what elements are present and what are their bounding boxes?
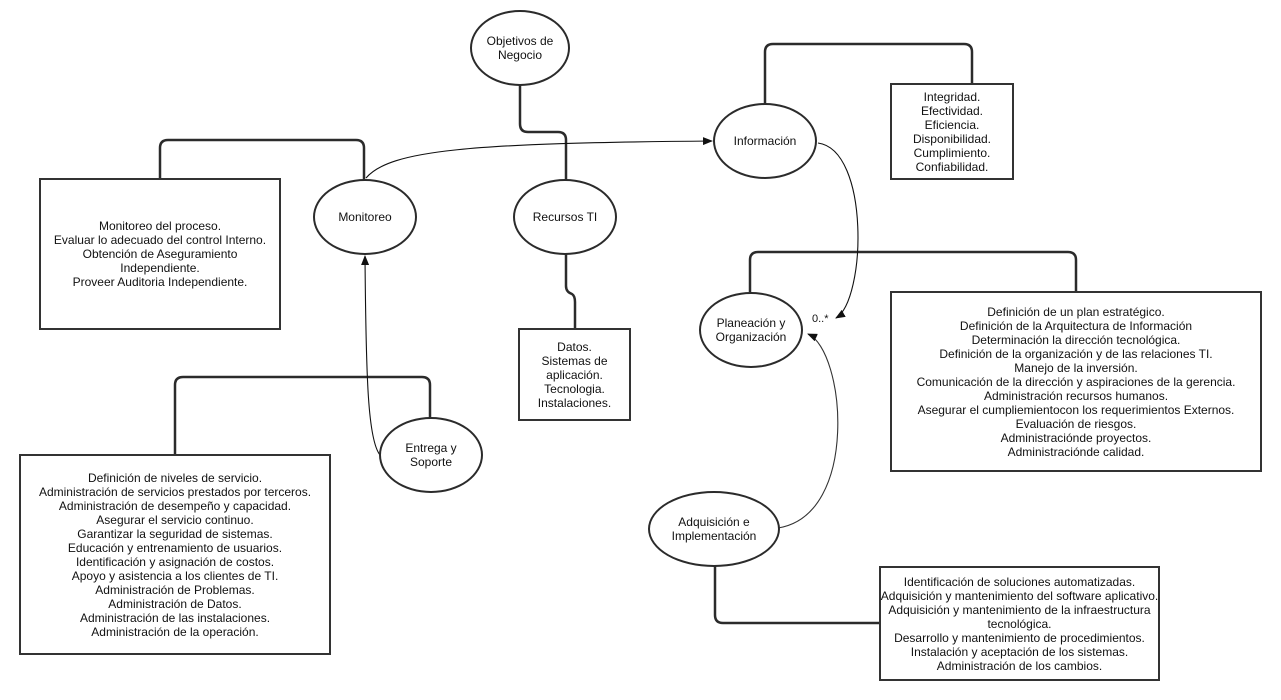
box-planeacion-processes: Definición de un plan estratégico. Defin… [890, 291, 1262, 472]
box-line: Apoyo y asistencia a los clientes de TI. [71, 568, 279, 583]
box-line: Definición de la Arquitectura de Informa… [959, 318, 1193, 333]
box-line: Administración de las instalaciones. [79, 610, 271, 625]
connector-objetivos-recursos [518, 84, 568, 183]
box-line: Sistemas de [541, 353, 608, 368]
node-informacion[interactable]: Información [713, 103, 817, 179]
box-line: Comunicación de la dirección y aspiracio… [916, 374, 1236, 389]
box-line: Educación y entrenamiento de usuarios. [67, 540, 283, 555]
box-line: Datos. [557, 339, 592, 354]
box-line: Proveer Auditoria Independiente. [72, 275, 248, 289]
box-line: Determinación la dirección tecnológica. [971, 332, 1181, 347]
box-line: Administraciónde proyectos. [1000, 430, 1152, 445]
connector-informacion-criteria [763, 42, 974, 104]
box-line: Identificación y asignación de costos. [75, 554, 275, 569]
box-information-criteria: Integridad. Efectividad. Eficiencia. Dis… [890, 83, 1014, 180]
box-line: Identificación de soluciones automatizad… [903, 574, 1136, 589]
box-line: Independiente. [120, 261, 200, 275]
box-line: Tecnologia. [544, 381, 605, 396]
box-line: Eficiencia. [924, 117, 980, 132]
box-line: Instalaciones. [537, 395, 612, 410]
box-line: Efectividad. [920, 103, 984, 118]
box-recursos-list: Datos. Sistemas de aplicación. Tecnologi… [518, 328, 631, 421]
box-line: Administración de desempeño y capacidad. [58, 498, 292, 513]
arrow-informacion-planeacion [817, 142, 859, 319]
box-line: Asegurar el cumpliemientocon los requeri… [917, 402, 1235, 417]
box-line: Desarrollo y mantenimiento de procedimie… [894, 630, 1145, 645]
box-line: Instalación y aceptación de los sistemas… [910, 644, 1129, 659]
multiplicity-label: 0..* [812, 313, 829, 325]
box-line: Definición de la organización y de las r… [939, 346, 1213, 361]
box-line: Administración de la operación. [91, 624, 259, 639]
box-line: Disponibilidad. [912, 131, 992, 146]
connector-planeacion-box [748, 250, 1078, 292]
box-line: Administración de Datos. [108, 596, 242, 611]
box-monitoreo-processes: Monitoreo del proceso. Evaluar lo adecua… [39, 178, 281, 330]
connector-entrega-box [173, 375, 432, 455]
box-line: Definición de niveles de servicio. [87, 470, 263, 485]
box-line: Confiabilidad. [915, 159, 989, 174]
node-label: Recursos TI [532, 210, 598, 224]
box-entrega-processes: Definición de niveles de servicio. Admin… [19, 454, 331, 655]
box-adquisicion-processes: Identificación de soluciones automatizad… [879, 566, 1160, 681]
connector-monitoreo-box [158, 138, 366, 182]
node-label-line: Organización [715, 330, 787, 344]
box-line: Evaluar lo adecuado del control Interno. [53, 233, 267, 247]
node-label: Monitoreo [338, 210, 392, 224]
arrow-entrega-monitoreo [361, 255, 381, 456]
connector-adquisicion-box [713, 566, 880, 625]
box-line: Administración recursos humanos. [983, 388, 1169, 403]
box-line: Adquisición y mantenimiento del software… [880, 588, 1159, 603]
box-line: Cumplimiento. [913, 145, 991, 160]
node-label-line: Adquisición e [678, 515, 750, 529]
node-recursos-ti[interactable]: Recursos TI [513, 179, 617, 255]
arrow-monitoreo-informacion [365, 137, 713, 179]
box-line: Definición de un plan estratégico. [987, 304, 1165, 319]
node-label-line: Entrega y [405, 441, 457, 455]
box-line: Integridad. [923, 89, 981, 104]
connector-recursos-datos [564, 252, 577, 330]
box-line: tecnológica. [987, 616, 1052, 631]
node-label-line: Objetivos de [486, 34, 554, 48]
box-line: Adquisición y mantenimiento de la infrae… [888, 602, 1151, 617]
node-monitoreo[interactable]: Monitoreo [313, 179, 417, 255]
box-line: Administración de Problemas. [95, 582, 255, 597]
box-line: Administración de los cambios. [936, 658, 1103, 673]
box-line: aplicación. [546, 367, 603, 382]
node-label-line: Planeación y [716, 316, 786, 330]
node-label: Información [733, 134, 797, 148]
box-line: Monitoreo del proceso. [98, 219, 222, 233]
box-line: Evaluación de riesgos. [1015, 416, 1137, 431]
arrow-adquisicion-planeacion [768, 333, 839, 534]
box-line: Administración de servicios prestados po… [38, 484, 312, 499]
node-label-line: Implementación [671, 529, 757, 543]
box-line: Obtención de Aseguramiento [82, 247, 238, 261]
box-line: Administraciónde calidad. [1007, 444, 1145, 459]
node-label-line: Negocio [497, 48, 542, 62]
box-line: Asegurar el servicio continuo. [96, 512, 254, 527]
node-label-line: Soporte [409, 455, 453, 469]
box-line: Manejo de la inversión. [1014, 360, 1138, 375]
box-line: Garantizar la seguridad de sistemas. [77, 526, 273, 541]
